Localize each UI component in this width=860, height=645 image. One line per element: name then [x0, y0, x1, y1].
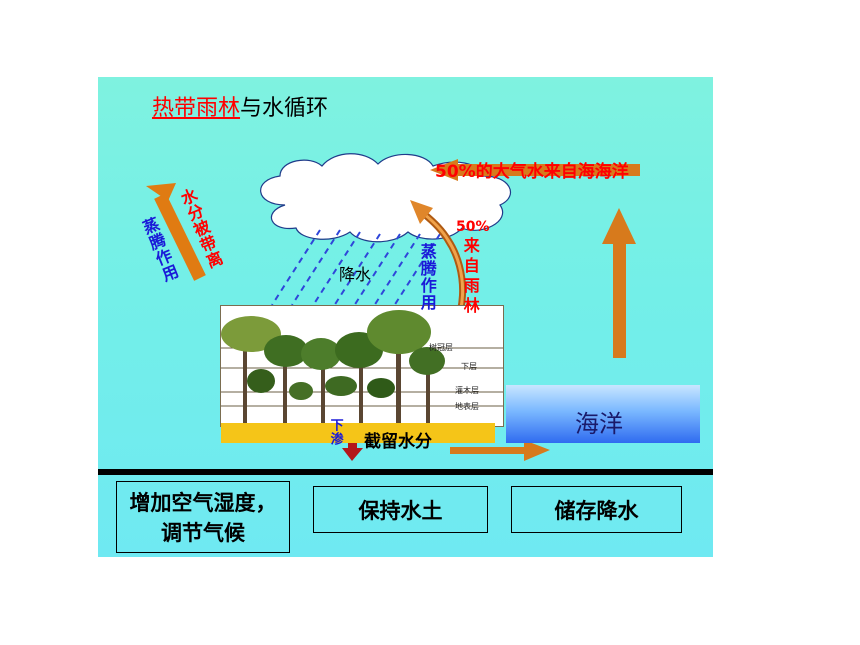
title-highlight: 热带雨林 [152, 96, 241, 121]
function-box-soil: 保持水土 [313, 486, 488, 533]
separator-line [98, 469, 713, 475]
function-soil-label: 保持水土 [358, 498, 443, 523]
transpiration-right-label: 蒸腾作用 [417, 243, 437, 311]
layer-label-ground: 地表层 [455, 402, 479, 411]
layer-label-canopy: 树冠层 [429, 343, 453, 352]
ocean-block [506, 385, 700, 443]
function-storage-label: 储存降水 [554, 498, 639, 523]
left-upward-arrow [146, 183, 206, 281]
precipitation-lines [271, 229, 441, 310]
infiltration-label: 下渗 [327, 418, 343, 446]
diagram-title: 热带雨林与水循环 [152, 90, 328, 122]
rainforest-percent-label: 50% [456, 219, 490, 235]
title-rest: 与水循环 [240, 96, 329, 121]
rainforest-source-label: 来自雨林 [460, 237, 480, 317]
layer-label-shrub: 灌木层 [455, 386, 479, 395]
runoff-arrow [450, 440, 550, 461]
function-box-humidity: 增加空气湿度， 调节气候 [116, 481, 290, 553]
interception-label: 截留水分 [364, 432, 432, 452]
ocean-evaporation-label: 50%的大气水来自海海洋 [435, 162, 629, 182]
precipitation-label: 降水 [339, 265, 372, 284]
ocean-label: 海洋 [575, 410, 623, 438]
function-box-storage: 储存降水 [511, 486, 682, 533]
layer-label-under: 下层 [461, 362, 477, 371]
forest-trees [221, 310, 503, 426]
rainforest-illustration: 树冠层 下层 灌木层 地表层 [220, 305, 504, 427]
function-humidity-line1: 增加空气湿度， [129, 491, 277, 515]
ocean-upward-arrow [602, 208, 636, 358]
ocean-to-cloud-arrow [430, 159, 640, 181]
litter-layer [221, 423, 495, 443]
function-humidity-line2: 调节气候 [161, 521, 245, 545]
